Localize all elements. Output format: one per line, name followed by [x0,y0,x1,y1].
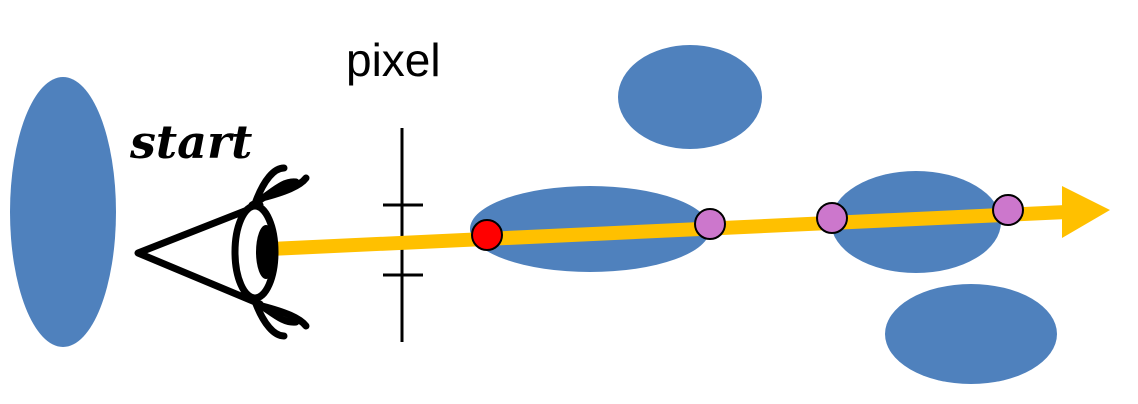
hit-point-2 [694,208,726,240]
hit-point-3 [816,202,848,234]
image-plane [383,128,423,342]
start-label: start [129,115,252,169]
blob-top [618,45,762,149]
ray-arrow [270,186,1110,256]
ray-shaft [270,205,1067,256]
first-hit-point [471,219,503,251]
blob-left [10,77,116,347]
blob-bottom-right [885,284,1057,384]
eye-icon [134,164,310,340]
pixel-label: pixel [346,34,441,86]
arrow-right-icon [1062,186,1110,238]
hit-point-4 [992,194,1024,226]
